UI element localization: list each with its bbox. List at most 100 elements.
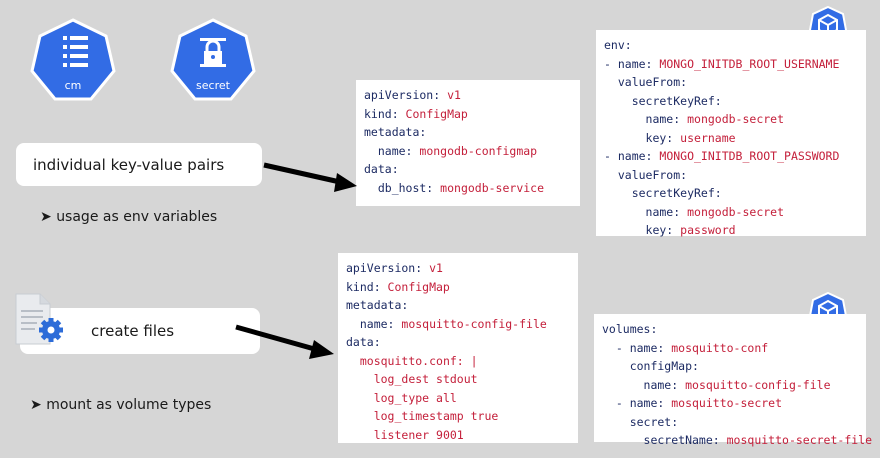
code-line: secret: — [602, 413, 858, 432]
code-key: name: — [364, 143, 413, 158]
code-value: MONGO_INITDB_ROOT_PASSWORD — [652, 149, 840, 163]
code-key: metadata: — [364, 125, 427, 139]
code-line: secretKeyRef: — [604, 184, 858, 203]
code-key: - name: — [604, 56, 653, 71]
secret-icon-label: secret — [196, 79, 231, 92]
code-value: mongodb-configmap — [412, 143, 538, 158]
code-key: valueFrom: — [604, 75, 688, 89]
arrowhead-bullet-icon: ➤ — [30, 397, 42, 413]
code-line: key: username — [604, 129, 858, 148]
code-line: env: — [604, 36, 858, 55]
code-value: mongodb-secret — [680, 204, 785, 219]
code-value: mosquitto-config-file — [394, 316, 547, 331]
code-key: secretKeyRef: — [604, 93, 722, 108]
code-line: data: — [364, 160, 572, 179]
create-files-box: create files — [20, 308, 260, 354]
file-gear-icon — [15, 293, 63, 345]
code-value: ConfigMap — [398, 106, 468, 121]
code-key: kind: — [364, 106, 399, 121]
code-line: name: mosquitto-config-file — [602, 376, 858, 395]
code-key: db_host: — [364, 180, 434, 195]
volumes-spec-code: volumes: - name: mosquitto-conf configMa… — [594, 314, 872, 447]
arrowhead-bullet-icon: ➤ — [40, 209, 52, 225]
code-value: MONGO_INITDB_ROOT_USERNAME — [652, 56, 840, 71]
code-key: key: — [604, 130, 674, 145]
code-value: v1 — [440, 88, 461, 102]
mount-volume-bullet: ➤ mount as volume types — [30, 397, 211, 413]
code-line: listener 9001 — [346, 426, 570, 445]
individual-key-value-pairs-box: individual key-value pairs — [16, 143, 262, 186]
usage-env-bullet: ➤ usage as env variables — [40, 209, 217, 225]
code-line: secretKeyRef: — [604, 92, 858, 111]
code-line: metadata: — [364, 123, 572, 142]
code-line: secretName: mosquitto-secret-file — [602, 431, 873, 450]
code-line: mosquitto.conf: | — [346, 352, 570, 371]
code-value: mongodb-secret — [680, 112, 785, 126]
code-line: db_host: mongodb-service — [364, 179, 572, 198]
code-key: data: — [364, 162, 399, 176]
code-line: valueFrom: — [604, 166, 858, 185]
code-line: configMap: — [602, 357, 858, 376]
code-line: data: — [346, 333, 570, 352]
configmap-icon: cm — [30, 18, 116, 101]
code-value: log_type all — [373, 390, 457, 405]
code-value: username — [673, 130, 736, 145]
code-value: mosquitto-secret-file — [719, 433, 873, 447]
code-line: apiVersion: v1 — [346, 259, 570, 278]
code-key: - name: — [602, 396, 665, 410]
code-line: valueFrom: — [604, 73, 858, 92]
code-line: name: mosquitto-config-file — [346, 315, 570, 334]
env-spec-code: env: - name: MONGO_INITDB_ROOT_USERNAME v… — [596, 30, 866, 237]
code-line: - name: mosquitto-secret — [602, 394, 858, 413]
code-key: name: — [604, 204, 681, 219]
code-value: listener 9001 — [373, 427, 464, 442]
mount-volume-label: mount as volume types — [46, 397, 212, 413]
code-key: data: — [346, 335, 381, 349]
code-line: - name: MONGO_INITDB_ROOT_PASSWORD — [604, 147, 858, 166]
code-line: log_timestamp true — [346, 407, 570, 426]
code-value: mosquitto-secret — [664, 396, 783, 410]
code-key: metadata: — [346, 298, 409, 312]
code-key: - name: — [602, 340, 665, 355]
code-key: secret: — [602, 414, 679, 429]
code-value: mongodb-service — [433, 180, 545, 195]
code-key: kind: — [346, 279, 381, 294]
code-key: name: — [346, 316, 395, 331]
code-key: key: — [604, 223, 674, 237]
code-value: mosquitto.conf: | — [359, 353, 478, 368]
code-key: secretName: — [602, 433, 720, 447]
code-line: name: mongodb-secret — [604, 110, 858, 129]
code-line: kind: ConfigMap — [364, 105, 572, 124]
code-key: env: — [604, 38, 632, 52]
code-line: log_type all — [346, 389, 570, 408]
code-key: - name: — [604, 149, 653, 163]
code-line: key: password — [604, 221, 858, 240]
code-value: log_timestamp true — [373, 409, 499, 423]
code-key: secretKeyRef: — [604, 186, 722, 200]
usage-env-label: usage as env variables — [56, 209, 218, 225]
code-key: apiVersion: — [346, 261, 423, 275]
code-line: metadata: — [346, 296, 570, 315]
code-line: volumes: — [602, 320, 858, 339]
code-value: mosquitto-conf — [664, 340, 769, 355]
code-key: valueFrom: — [604, 167, 688, 182]
code-line: log_dest stdout — [346, 370, 570, 389]
secret-icon: secret — [170, 18, 256, 101]
configmap-icon-label: cm — [65, 79, 82, 92]
individual-key-value-pairs-label: individual key-value pairs — [33, 155, 225, 174]
code-line: kind: ConfigMap — [346, 278, 570, 297]
code-key: volumes: — [602, 322, 658, 336]
code-line: - name: mosquitto-conf — [602, 339, 858, 358]
create-files-label: create files — [91, 322, 175, 340]
code-line: - name: MONGO_INITDB_ROOT_USERNAME — [604, 55, 858, 74]
code-key: name: — [604, 112, 681, 126]
code-key: name: — [602, 377, 679, 392]
code-value: password — [673, 223, 736, 237]
code-value: ConfigMap — [380, 279, 450, 294]
code-line: name: mongodb-configmap — [364, 142, 572, 161]
code-key: apiVersion: — [364, 88, 441, 102]
